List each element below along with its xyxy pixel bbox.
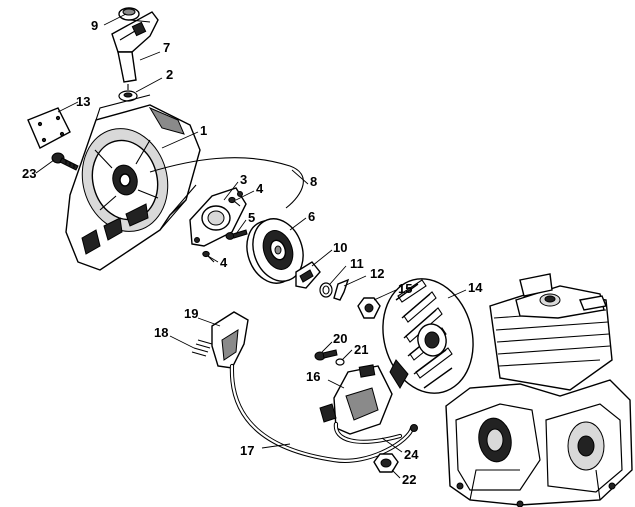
part-starter-grip (111, 7, 159, 83)
part-washer (335, 358, 345, 366)
callout-15: 15 (398, 281, 412, 296)
callout-labels: 9 7 2 13 1 23 3 4 8 5 6 4 10 11 12 14 15… (22, 18, 483, 487)
part-screw-4-upper (228, 196, 241, 207)
callout-20: 20 (333, 331, 347, 346)
part-flywheel (382, 278, 474, 394)
part-screw-5 (225, 229, 248, 240)
callout-19: 19 (184, 306, 198, 321)
part-engine (445, 273, 633, 507)
callout-16: 16 (306, 369, 320, 384)
callout-9: 9 (91, 18, 98, 33)
leader-lines (35, 13, 467, 479)
callout-24: 24 (404, 447, 419, 462)
callout-21: 21 (354, 342, 368, 357)
part-pawl (295, 261, 321, 289)
part-rope-rotor (246, 218, 304, 284)
callout-2: 2 (166, 67, 173, 82)
callout-5: 5 (248, 210, 255, 225)
callout-14: 14 (468, 280, 483, 295)
part-nut (357, 297, 381, 319)
part-short-circuit-wire (229, 363, 415, 463)
callout-17: 17 (240, 443, 254, 458)
part-spring-clip (319, 282, 333, 298)
callout-18: 18 (154, 325, 168, 340)
part-switch-lever (211, 311, 249, 369)
part-cover-plate (27, 107, 71, 149)
callout-22: 22 (402, 472, 416, 487)
callout-1: 1 (200, 123, 207, 138)
callout-12: 12 (370, 266, 384, 281)
part-fan-housing (65, 94, 201, 271)
callout-10: 10 (333, 240, 347, 255)
part-screw-23 (51, 152, 79, 171)
part-starter-rope (149, 157, 304, 209)
callout-7: 7 (163, 40, 170, 55)
part-screw-20 (314, 349, 338, 361)
callout-4-lower: 4 (220, 255, 228, 270)
callout-3: 3 (240, 172, 247, 187)
callout-4-upper: 4 (256, 181, 264, 196)
callout-6: 6 (308, 209, 315, 224)
callout-13: 13 (76, 94, 90, 109)
callout-23: 23 (22, 166, 36, 181)
callout-8: 8 (310, 174, 317, 189)
part-spring (333, 278, 350, 301)
part-compression-spring (191, 339, 213, 357)
part-rope-guide-bushing (118, 84, 138, 102)
callout-11: 11 (350, 256, 364, 271)
part-nut-22 (373, 453, 399, 473)
part-ignition-module (319, 364, 418, 444)
